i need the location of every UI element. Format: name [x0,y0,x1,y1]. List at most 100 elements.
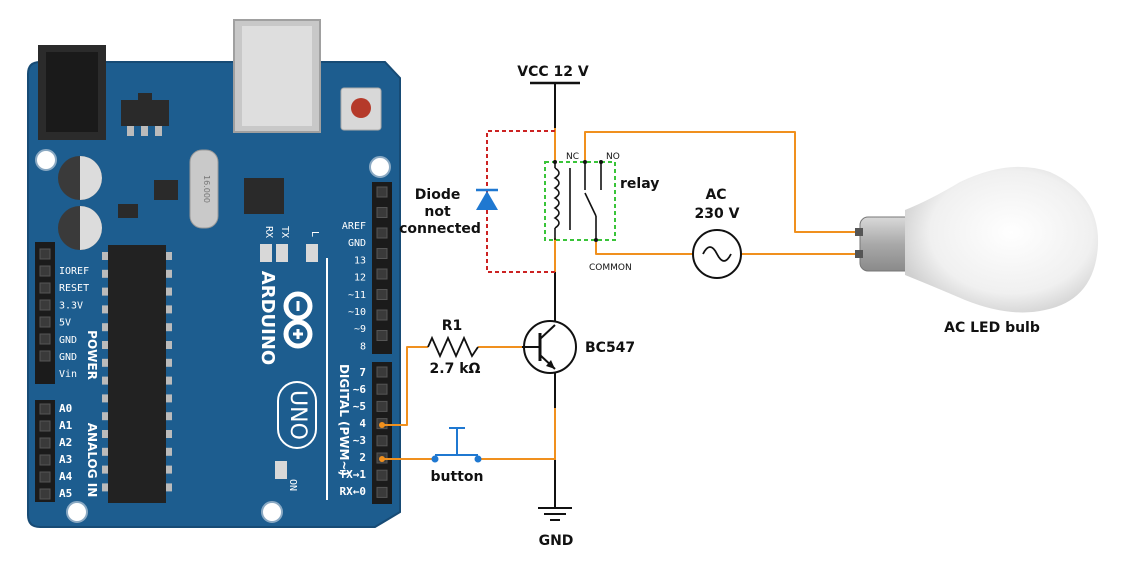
mounting-hole [261,501,283,523]
chip-pin [102,376,108,385]
digital-pin-label: 8 [360,341,366,352]
power-pin-label: 5V [59,318,71,329]
header-pin-hole [376,309,388,321]
digital-header-label: DIGITAL (PWM~) [337,364,351,476]
chip-pin [166,394,172,403]
relay-common-label: COMMON [589,263,632,273]
transistor-label: BC547 [585,340,635,356]
led-bulb-icon [855,166,1099,313]
relay-no-label: NO [606,152,620,162]
digital-pin-label: GND [348,238,366,249]
analog-pin-label: A0 [59,402,72,415]
digital-pin-label: 4 [359,417,366,430]
header-pin-hole [376,486,388,498]
wire-common-ac [595,242,693,255]
digital-pin-label: 13 [354,255,366,266]
chip-pin [102,252,108,260]
digital-pin-label: ~5 [353,400,366,413]
relay-nc-label: NC [566,152,579,162]
transistor-icon [522,320,577,374]
ground-symbol [538,507,572,521]
analog-pin-label: A3 [59,453,72,466]
power-pin-label: 3.3V [59,300,83,311]
wire-pin4-resistor [382,346,428,426]
chip-pin [166,465,172,474]
chip-pin [166,252,172,260]
brand-label: ARDUINO [257,271,278,365]
header-pin-hole [376,469,388,481]
header-pin-hole [376,435,388,447]
digital-pin-label: 7 [359,366,366,379]
chip-pin [166,269,172,278]
header-pin-hole [376,383,388,395]
wires [382,82,862,508]
header-pin-hole [39,403,51,415]
relay-coil-icon [553,162,571,240]
chip-pin [102,412,108,421]
uno-emblem [277,381,317,449]
usb-chip [244,178,284,214]
diode-dashed-wire [486,130,555,273]
power-pin-label: RESET [59,283,89,294]
relay-dashed-box [544,161,616,241]
header-pin-hole [376,268,388,280]
chip-pin [102,447,108,456]
voltage-regulator [121,100,169,126]
rx-led [260,244,272,262]
header-pin-hole [39,282,51,294]
diode-icon [476,188,498,210]
arduino-logo-icon [283,291,313,349]
analog-pin-label: A5 [59,487,72,500]
digital-pin-label: ~3 [353,434,366,447]
l-led [306,244,318,262]
digital-pin-label: ~11 [348,290,366,301]
mounting-hole [35,149,57,171]
header-pin-hole [376,289,388,300]
capacitor [58,206,102,250]
chip-pin [166,376,172,385]
chip-pin [102,483,108,492]
vcc-label: VCC 12 V [517,64,589,80]
chip-pin [166,412,172,421]
chip-pin [102,287,108,296]
header-pin-hole [39,420,51,432]
header-pin-hole [39,333,51,345]
microcontroller-chip [108,245,166,503]
bulb-label: AC LED bulb [944,320,1040,336]
header-pin-hole [39,265,51,277]
header-pin-hole [39,488,51,500]
digital-pin-label: 2 [359,451,366,464]
header-pin-hole [39,299,51,311]
model-label: UNO [285,390,310,440]
power-pin-label: Vin [59,369,77,380]
chip-pin [102,323,108,332]
digital-header-bottom [372,362,392,504]
chip-pin [102,305,108,314]
ac-label: AC [705,187,726,203]
digital-pin-label: TX→1 [340,468,367,481]
chip-pin [166,430,172,438]
capacitor [58,156,102,200]
header-pin-hole [376,366,388,378]
button-label: button [431,469,484,485]
l-led-label: L [309,231,320,237]
analog-pin-label: A4 [59,470,73,483]
power-pin-label: GND [59,335,77,346]
wire-relay-bulb-top [584,131,862,233]
analog-header-label: ANALOG IN [85,423,99,498]
header-pin-hole [39,437,51,449]
diode-label: Diode not connected [399,187,481,237]
chip-pin [102,269,108,278]
digital-pin-label: ~10 [348,307,366,318]
header-pin-hole [376,207,388,218]
chip-pin [102,341,108,349]
chip-pin [102,465,108,474]
digital-pin-label: 12 [354,273,366,284]
header-pin-hole [376,330,388,341]
header-pin-hole [39,248,51,260]
pin4-connection [379,422,385,428]
relay-label: relay [620,176,659,192]
gnd-label: GND [539,533,574,549]
resistor-value: 2.7 kΩ [430,361,481,377]
